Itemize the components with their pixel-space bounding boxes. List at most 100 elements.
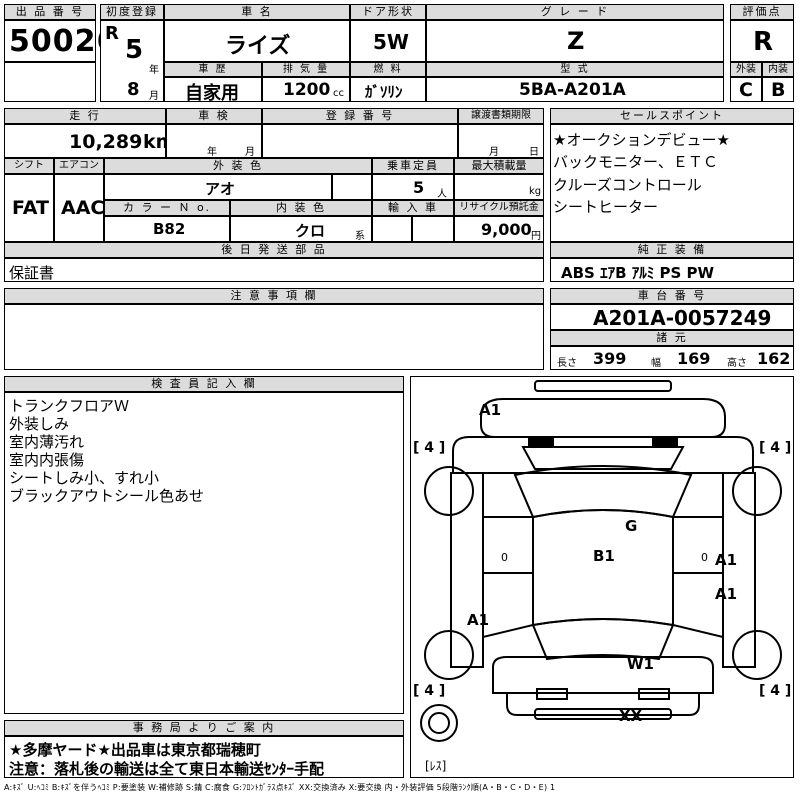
interior-label: 内装 xyxy=(762,62,794,77)
interior-color-unit: 系 xyxy=(355,231,365,242)
lot-blank-cell xyxy=(4,62,96,102)
mark-roof: B1 xyxy=(593,547,615,565)
mileage-label: 走 行 xyxy=(4,108,166,124)
chassis-number: A201A-0057249 xyxy=(593,306,772,330)
sales-points-label: セールスポイント xyxy=(550,108,794,124)
width: 169 xyxy=(677,349,711,368)
color-no-label: カ ラ ー Ｎ o. xyxy=(104,200,230,216)
displacement: 1200 xyxy=(283,80,331,100)
later-parts-item: 保証書 xyxy=(9,264,55,282)
reg-month: 8 xyxy=(127,79,140,100)
recycle-cell: 9,000 円 xyxy=(454,216,544,242)
inspection-year-unit: 年 xyxy=(207,147,217,158)
grade-label: グ レ ー ド xyxy=(426,4,724,20)
displacement-cell: 1200 cc xyxy=(262,77,350,102)
interior-color-label: 内 装 色 xyxy=(230,200,372,216)
inspector-line-5: シートしみ小、すれ小 xyxy=(9,469,160,487)
mark-left-rear-door: A1 xyxy=(467,611,490,629)
door-label: ドア形状 xyxy=(350,4,426,20)
inspection-label: 車 検 xyxy=(166,108,262,124)
grade-cell: Z xyxy=(426,20,724,62)
inspector-line-3: 室内薄汚れ xyxy=(9,433,85,451)
door-cell: 5W xyxy=(350,20,426,62)
tire-front-right: [ 4 ] xyxy=(759,440,792,456)
reg-year: 5 xyxy=(125,35,144,65)
inspection-cell: 年 月 xyxy=(166,124,262,158)
history: 自家用 xyxy=(185,83,239,104)
height: 162 xyxy=(757,349,791,368)
sales-point-4: シートヒーター xyxy=(553,198,659,216)
legend-footer: A:ｷｽﾞ U:ﾍｺﾐ B:ｷｽﾞを伴うﾍｺﾐ P:要塗装 W:補修跡 S:錆 … xyxy=(4,783,556,792)
recycle-unit: 円 xyxy=(531,231,541,242)
lot-number: 50026 xyxy=(9,24,119,59)
chassis-label: 車 台 番 号 xyxy=(550,288,794,304)
month-unit: 月 xyxy=(149,91,159,102)
shift-label: シフト xyxy=(4,158,54,174)
ac-cell: AAC xyxy=(54,174,104,242)
import-cell xyxy=(372,216,412,242)
interior-color: クロ xyxy=(295,222,326,240)
recycle-label: リサイクル預託金 xyxy=(454,200,544,216)
specs-label: 諸 元 xyxy=(550,330,794,346)
mileage: 10,289 xyxy=(69,131,143,153)
first-registration-cell: R 5 年 8 月 xyxy=(100,20,164,102)
interior-cell: B xyxy=(762,77,794,102)
inspector-line-2: 外装しみ xyxy=(9,415,70,433)
capacity: 5 xyxy=(413,178,425,197)
displacement-unit: cc xyxy=(333,88,344,99)
import-cell-2 xyxy=(412,216,454,242)
score: R xyxy=(753,27,774,57)
model-cell: 5BA-A201A xyxy=(426,77,724,102)
era: R xyxy=(105,23,119,44)
office-notice-cell: ★多摩ヤード★出品車は東京都瑞穂町 注意：落札後の輸送は全て東日本輸送ｾﾝﾀｰ手… xyxy=(4,736,404,778)
mark-right-zero: 0 xyxy=(701,551,708,564)
max-load-unit: kg xyxy=(529,186,542,197)
door-type: 5W xyxy=(373,30,409,54)
capacity-unit: 人 xyxy=(437,189,447,200)
capacity-cell: 5 人 xyxy=(372,174,454,200)
width-label: 幅 xyxy=(651,358,661,369)
import-label: 輸 入 車 xyxy=(372,200,454,216)
specs-cell: 長さ 399 幅 169 高さ 162 xyxy=(550,346,794,370)
office-notice-line-2: 注意：落札後の輸送は全て東日本輸送ｾﾝﾀｰ手配 xyxy=(9,760,325,778)
interior-grade: B xyxy=(771,79,786,101)
displacement-label: 排 気 量 xyxy=(262,62,350,77)
transfer-month-unit: 月 xyxy=(489,147,499,158)
capacity-label: 乗車定員 xyxy=(372,158,454,174)
exterior-color: アオ xyxy=(205,180,236,198)
fuel: ｶﾞｿﾘﾝ xyxy=(365,83,403,101)
equipment-label: 純 正 装 備 xyxy=(550,242,794,258)
office-notice-line-1: ★多摩ヤード★出品車は東京都瑞穂町 xyxy=(9,741,261,759)
mark-left-zero: 0 xyxy=(501,551,508,564)
color-no: B82 xyxy=(153,220,186,238)
max-load-cell: kg xyxy=(454,174,544,200)
mark-right-front-door: A1 xyxy=(715,551,738,569)
car-name-cell: ライズ xyxy=(164,20,350,62)
history-label: 車 歴 xyxy=(164,62,262,77)
car-name-label: 車 名 xyxy=(164,4,350,20)
exterior-grade: C xyxy=(739,79,753,101)
tire-rear-left: [ 4 ] xyxy=(413,683,446,699)
length-label: 長さ xyxy=(557,358,577,369)
sales-point-3: クルーズコントロール xyxy=(553,176,702,194)
ac-label: エアコン xyxy=(54,158,104,174)
inspector-line-1: トランクフロアＷ xyxy=(9,397,130,415)
inspector-cell: トランクフロアＷ 外装しみ 室内薄汚れ 室内内張傷 シートしみ小、すれ小 ブラッ… xyxy=(4,392,404,714)
inspector-label: 検 査 員 記 入 欄 xyxy=(4,376,404,392)
score-label: 評価点 xyxy=(730,4,794,20)
equipment: ABS ｴｱB ｱﾙﾐ PS PW xyxy=(561,264,715,282)
shift: FAT xyxy=(12,197,49,219)
tire-rear-right: [ 4 ] xyxy=(759,683,792,699)
inspector-line-4: 室内内張傷 xyxy=(9,451,85,469)
lot-number-cell: 50026 xyxy=(4,20,117,62)
sales-point-2: バックモニター、ＥＴＣ xyxy=(553,153,718,171)
max-load-label: 最大積載量 xyxy=(454,158,544,174)
car-name: ライズ xyxy=(225,34,291,59)
car-diagram xyxy=(420,380,782,742)
transfer-deadline-cell: 月 日 xyxy=(458,124,544,158)
grade: Z xyxy=(567,27,585,55)
height-label: 高さ xyxy=(727,358,747,369)
mark-rear-bumper: XX xyxy=(619,707,643,725)
exterior-color-label: 外 装 色 xyxy=(104,158,372,174)
score-cell: R xyxy=(730,20,794,62)
